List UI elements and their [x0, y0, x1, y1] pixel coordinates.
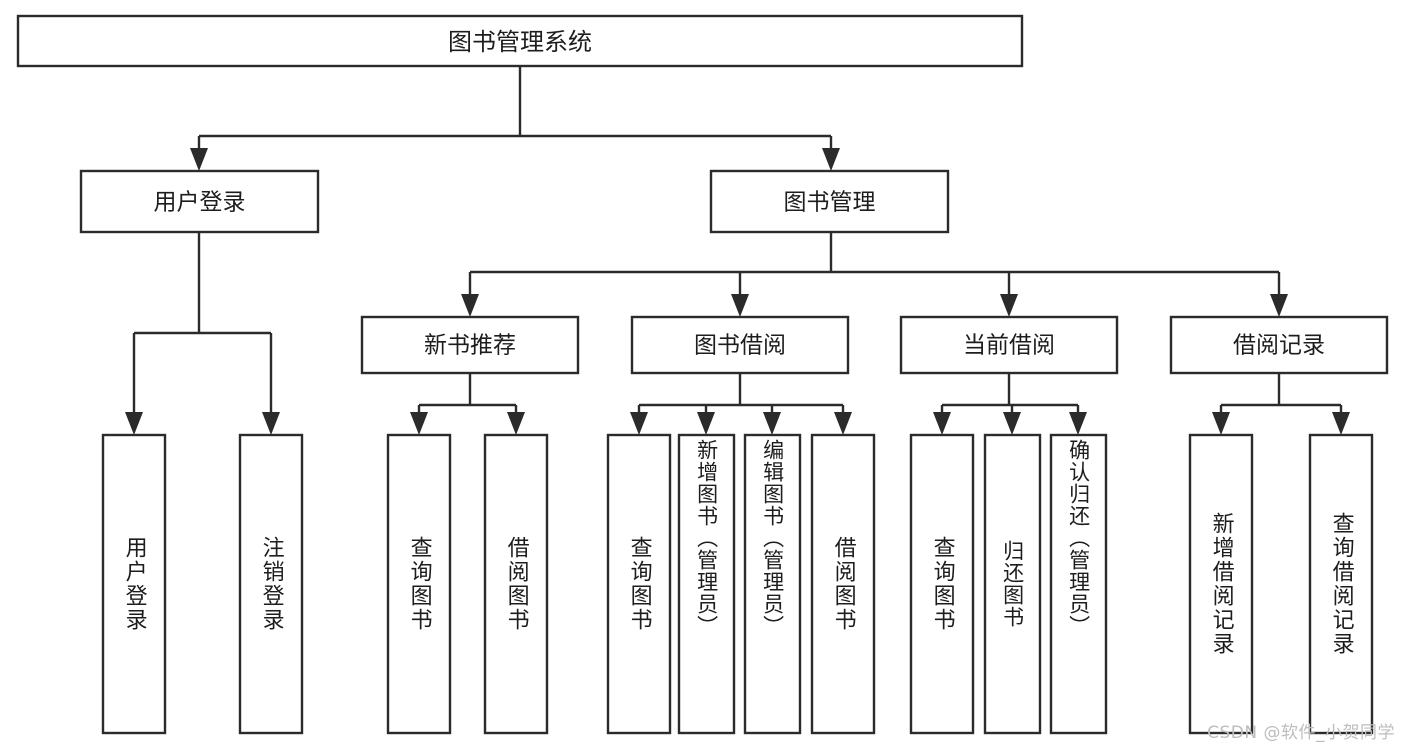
node-book-manage[interactable]: 图书管理 — [709, 169, 950, 234]
arrow-head-leaf-query-book-3 — [933, 412, 951, 435]
node-box-borrow-record — [1169, 315, 1389, 375]
node-box-leaf-edit-book[interactable] — [743, 433, 802, 735]
arrow-head-leaf-user-login — [125, 412, 143, 435]
connectors-book-borrow-to-leaves — [630, 373, 852, 435]
connectors-borrow-record-to-leaves — [1212, 373, 1350, 435]
node-book-borrow[interactable]: 图书借阅 — [630, 315, 850, 375]
node-box-leaf-add-book[interactable] — [677, 433, 736, 735]
connectors-new-book-recommend-to-leaves — [410, 373, 525, 435]
node-box-leaf-borrow-book-2[interactable] — [810, 433, 876, 735]
node-box-root — [16, 14, 1024, 68]
node-box-leaf-logout-login[interactable] — [238, 433, 304, 735]
node-label-user-login: 用户登录 — [154, 190, 246, 216]
arrow-head-leaf-edit-book — [763, 412, 781, 435]
node-new-book-recommend[interactable]: 新书推荐 — [360, 315, 580, 375]
node-box-user-login — [79, 169, 320, 234]
arrow-head-leaf-query-book-2 — [630, 412, 648, 435]
node-borrow-record[interactable]: 借阅记录 — [1169, 315, 1389, 375]
arrow-head-user-login — [190, 148, 208, 171]
node-box-leaf-return-book[interactable] — [983, 433, 1042, 735]
arrow-head-book-borrow — [731, 294, 749, 317]
arrow-head-leaf-logout-login — [262, 412, 280, 435]
arrow-head-leaf-query-book-1 — [410, 412, 428, 435]
arrow-head-new-book-recommend — [461, 294, 479, 317]
node-box-current-borrow — [899, 315, 1119, 375]
node-box-leaf-confirm-return[interactable] — [1049, 433, 1108, 735]
arrow-head-leaf-add-book — [697, 412, 715, 435]
node-label-new-book-recommend: 新书推荐 — [424, 333, 516, 359]
arrow-head-leaf-add-record — [1212, 412, 1230, 435]
node-box-leaf-borrow-book-1[interactable] — [483, 433, 549, 735]
arrow-head-leaf-return-book — [1003, 412, 1021, 435]
arrow-head-book-manage — [822, 148, 840, 171]
node-box-leaf-query-book-3[interactable] — [909, 433, 975, 735]
node-box-book-borrow — [630, 315, 850, 375]
leaf-boxes — [101, 433, 1374, 735]
node-label-root: 图书管理系统 — [448, 28, 592, 56]
arrow-head-leaf-confirm-return — [1069, 412, 1087, 435]
arrow-head-borrow-record — [1270, 294, 1288, 317]
arrow-head-leaf-borrow-book-2 — [834, 412, 852, 435]
connectors-user-login-to-leaves — [125, 232, 280, 435]
connectors-root-to-level2 — [190, 66, 840, 171]
connectors-book-manage-to-level3 — [461, 232, 1288, 317]
node-box-leaf-add-record[interactable] — [1188, 433, 1254, 735]
node-label-borrow-record: 借阅记录 — [1233, 333, 1325, 359]
node-user-login[interactable]: 用户登录 — [79, 169, 320, 234]
node-title-root[interactable]: 图书管理系统 — [16, 14, 1024, 68]
node-current-borrow[interactable]: 当前借阅 — [899, 315, 1119, 375]
node-box-leaf-query-book-1[interactable] — [386, 433, 452, 735]
node-label-book-borrow: 图书借阅 — [694, 333, 786, 359]
watermark-text: CSDN @软件_小贺同学 — [1207, 723, 1395, 743]
node-label-book-manage: 图书管理 — [784, 190, 876, 216]
node-box-leaf-user-login[interactable] — [101, 433, 167, 735]
arrow-head-leaf-query-record — [1332, 412, 1350, 435]
connectors-current-borrow-to-leaves — [933, 373, 1087, 435]
arrow-head-current-borrow — [1000, 294, 1018, 317]
node-box-leaf-query-record[interactable] — [1308, 433, 1374, 735]
arrow-head-leaf-borrow-book-1 — [507, 412, 525, 435]
node-box-leaf-query-book-2[interactable] — [606, 433, 672, 735]
node-box-book-manage — [709, 169, 950, 234]
node-label-current-borrow: 当前借阅 — [963, 333, 1055, 359]
node-box-new-book-recommend — [360, 315, 580, 375]
